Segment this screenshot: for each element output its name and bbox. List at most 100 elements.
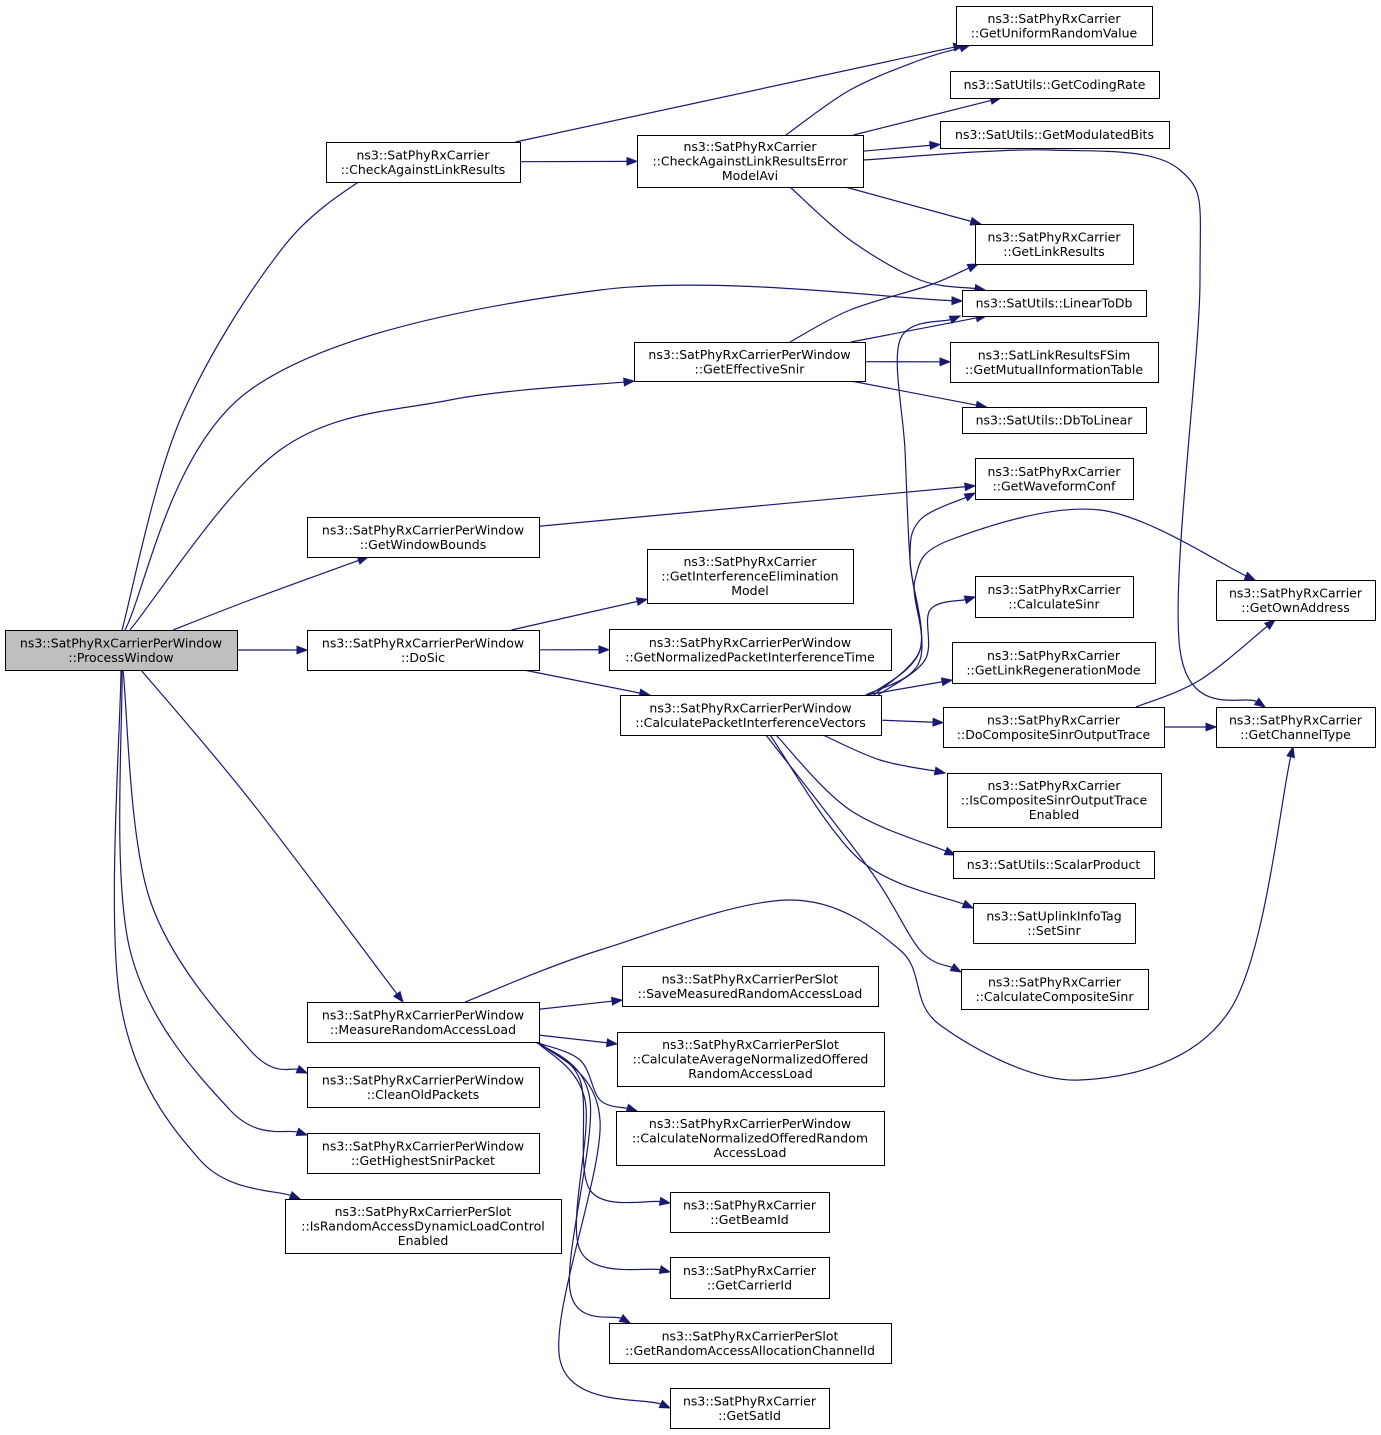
node-label-line: ns3::SatPhyRxCarrier bbox=[357, 147, 491, 162]
edge-check-against-link-results-error-model-avi-to-get-link-results bbox=[845, 186, 983, 226]
node-get-mutual-information-table[interactable]: ns3::SatLinkResultsFSim::GetMutualInform… bbox=[950, 342, 1159, 383]
node-get-modulated-bits[interactable]: ns3::SatUtils::GetModulatedBits bbox=[940, 121, 1170, 149]
node-check-against-link-results[interactable]: ns3::SatPhyRxCarrier::CheckAgainstLinkRe… bbox=[326, 142, 521, 183]
arrowhead-icon bbox=[288, 1190, 302, 1200]
node-get-coding-rate[interactable]: ns3::SatUtils::GetCodingRate bbox=[950, 71, 1160, 99]
node-box bbox=[647, 549, 854, 604]
node-box bbox=[940, 121, 1170, 149]
node-get-effective-snir[interactable]: ns3::SatPhyRxCarrierPerWindow::GetEffect… bbox=[634, 342, 866, 382]
edge-check-against-link-results-to-get-uniform-random-value bbox=[515, 42, 966, 143]
node-label-line: ::IsRandomAccessDynamicLoadControl bbox=[301, 1219, 544, 1234]
edge-process-window-to-measure-random-access-load bbox=[140, 669, 404, 1004]
edge-calculate-packet-interference-vectors-to-get-own-address bbox=[873, 508, 1257, 696]
arrowhead-icon bbox=[961, 899, 975, 909]
node-label-line: ns3::SatPhyRxCarrier bbox=[988, 11, 1122, 26]
node-linear-to-db[interactable]: ns3::SatUtils::LinearToDb bbox=[962, 290, 1147, 317]
arrowhead-icon bbox=[658, 1399, 672, 1409]
node-get-waveform-conf[interactable]: ns3::SatPhyRxCarrier::GetWaveformConf bbox=[975, 458, 1134, 500]
arrowhead-icon bbox=[948, 315, 962, 325]
arrowhead-icon bbox=[963, 492, 977, 502]
edge-line bbox=[538, 1000, 614, 1010]
node-get-channel-type[interactable]: ns3::SatPhyRxCarrier::GetChannelType bbox=[1216, 707, 1376, 748]
node-box bbox=[637, 135, 864, 188]
node-label-line: ::GetCarrierId bbox=[707, 1277, 792, 1292]
node-label-line: ns3::SatUtils::ScalarProduct bbox=[967, 857, 1141, 872]
node-calculate-average-normalized-offered-random-access-load[interactable]: ns3::SatPhyRxCarrierPerSlot::CalculateAv… bbox=[617, 1032, 885, 1087]
node-save-measured-random-access-load[interactable]: ns3::SatPhyRxCarrierPerSlot::SaveMeasure… bbox=[622, 966, 879, 1007]
arrowhead-icon bbox=[606, 1038, 619, 1048]
node-box bbox=[962, 407, 1147, 434]
node-box bbox=[953, 851, 1155, 879]
node-get-window-bounds[interactable]: ns3::SatPhyRxCarrierPerWindow::GetWindow… bbox=[307, 517, 540, 558]
node-set-sinr[interactable]: ns3::SatUplinkInfoTag::SetSinr bbox=[973, 903, 1136, 944]
node-get-carrier-id[interactable]: ns3::SatPhyRxCarrier::GetCarrierId bbox=[670, 1257, 830, 1299]
node-label-line: Model bbox=[731, 583, 769, 598]
node-label-line: ns3::SatPhyRxCarrier bbox=[1229, 585, 1363, 600]
node-calculate-packet-interference-vectors[interactable]: ns3::SatPhyRxCarrierPerWindow::Calculate… bbox=[620, 695, 882, 736]
node-is-random-access-dynamic-load-control-enabled[interactable]: ns3::SatPhyRxCarrierPerSlot::IsRandomAcc… bbox=[285, 1199, 562, 1254]
edge-do-sic-to-get-interference-elimination-model bbox=[511, 597, 649, 631]
node-label-line: ns3::SatPhyRxCarrierPerWindow bbox=[649, 635, 851, 650]
node-get-random-access-allocation-channel-id[interactable]: ns3::SatPhyRxCarrierPerSlot::GetRandomAc… bbox=[609, 1323, 892, 1364]
node-label-line: ns3::SatPhyRxCarrierPerWindow bbox=[20, 635, 222, 650]
arrowhead-icon bbox=[1243, 571, 1257, 581]
node-box bbox=[5, 630, 238, 671]
edge-get-window-bounds-to-get-waveform-conf bbox=[538, 482, 977, 527]
arrowhead-icon bbox=[658, 1196, 672, 1206]
edge-line bbox=[865, 318, 952, 696]
node-box bbox=[307, 630, 540, 671]
node-calculate-normalized-offered-random-access-load[interactable]: ns3::SatPhyRxCarrierPerWindow::Calculate… bbox=[616, 1111, 885, 1166]
edge-line bbox=[765, 734, 954, 969]
node-label-line: ns3::SatPhyRxCarrierPerWindow bbox=[322, 1072, 524, 1087]
edge-line bbox=[850, 317, 978, 343]
node-db-to-linear[interactable]: ns3::SatUtils::DbToLinear bbox=[962, 407, 1147, 434]
node-measure-random-access-load[interactable]: ns3::SatPhyRxCarrierPerWindow::MeasureRa… bbox=[307, 1002, 540, 1043]
node-scalar-product[interactable]: ns3::SatUtils::ScalarProduct bbox=[953, 851, 1155, 879]
arrowhead-icon bbox=[966, 263, 980, 273]
edge-line bbox=[785, 47, 962, 136]
node-get-link-results[interactable]: ns3::SatPhyRxCarrier::GetLinkResults bbox=[975, 224, 1134, 265]
node-get-highest-snir-packet[interactable]: ns3::SatPhyRxCarrierPerWindow::GetHighes… bbox=[307, 1133, 540, 1174]
node-label-line: ::GetEffectiveSnir bbox=[695, 361, 806, 376]
edge-line bbox=[538, 1034, 609, 1044]
node-get-interference-elimination-model[interactable]: ns3::SatPhyRxCarrier::GetInterferenceEli… bbox=[647, 549, 854, 604]
node-is-composite-sinr-output-trace-enabled[interactable]: ns3::SatPhyRxCarrier::IsCompositeSinrOut… bbox=[947, 773, 1162, 828]
node-get-uniform-random-value[interactable]: ns3::SatPhyRxCarrier::GetUniformRandomVa… bbox=[956, 6, 1153, 46]
edge-line bbox=[537, 1041, 623, 1320]
node-process-window[interactable]: ns3::SatPhyRxCarrierPerWindow::ProcessWi… bbox=[5, 630, 238, 671]
arrowhead-icon bbox=[611, 996, 624, 1006]
node-label-line: ns3::SatUtils::DbToLinear bbox=[976, 413, 1134, 428]
node-calculate-composite-sinr[interactable]: ns3::SatPhyRxCarrier::CalculateComposite… bbox=[961, 969, 1149, 1010]
edge-line bbox=[1135, 625, 1269, 708]
node-get-link-regeneration-mode[interactable]: ns3::SatPhyRxCarrier::GetLinkRegeneratio… bbox=[952, 642, 1156, 684]
edge-line bbox=[880, 719, 935, 723]
edge-get-effective-snir-to-get-link-results bbox=[789, 263, 980, 343]
arrowhead-icon bbox=[940, 677, 954, 687]
edge-process-window-to-check-against-link-results bbox=[121, 160, 390, 631]
arrowhead-icon bbox=[658, 1265, 672, 1274]
node-label-line: ::GetInterferenceElimination bbox=[661, 569, 838, 584]
node-clean-old-packets[interactable]: ns3::SatPhyRxCarrierPerWindow::CleanOldP… bbox=[307, 1067, 540, 1108]
node-check-against-link-results-error-model-avi[interactable]: ns3::SatPhyRxCarrier::CheckAgainstLinkRe… bbox=[637, 135, 864, 188]
edge-line bbox=[873, 508, 1248, 696]
node-get-normalized-packet-interference-time[interactable]: ns3::SatPhyRxCarrierPerWindow::GetNormal… bbox=[609, 629, 892, 671]
node-box bbox=[943, 707, 1165, 748]
node-box bbox=[950, 71, 1160, 99]
node-label-line: ns3::SatPhyRxCarrierPerWindow bbox=[322, 522, 524, 537]
node-box bbox=[634, 342, 866, 382]
node-do-sic[interactable]: ns3::SatPhyRxCarrierPerWindow::DoSic bbox=[307, 630, 540, 671]
node-calculate-sinr[interactable]: ns3::SatPhyRxCarrier::CalculateSinr bbox=[975, 576, 1134, 618]
node-get-own-address[interactable]: ns3::SatPhyRxCarrier::GetOwnAddress bbox=[1216, 580, 1376, 621]
node-label-line: ns3::SatPhyRxCarrierPerWindow bbox=[322, 1138, 524, 1153]
node-box bbox=[616, 1111, 885, 1166]
node-do-composite-sinr-output-trace[interactable]: ns3::SatPhyRxCarrier::DoCompositeSinrOut… bbox=[943, 707, 1165, 748]
edge-measure-random-access-load-to-save-measured-random-access-load bbox=[538, 996, 624, 1010]
node-label-line: RandomAccessLoad bbox=[688, 1066, 813, 1081]
edge-line bbox=[172, 559, 360, 631]
node-get-sat-id[interactable]: ns3::SatPhyRxCarrier::GetSatId bbox=[670, 1388, 830, 1429]
node-label-line: ::CalculateNormalizedOfferedRandom bbox=[632, 1131, 868, 1146]
arrowhead-icon bbox=[963, 595, 977, 605]
node-get-beam-id[interactable]: ns3::SatPhyRxCarrier::GetBeamId bbox=[670, 1192, 830, 1233]
node-label-line: ::GetWindowBounds bbox=[360, 537, 487, 552]
node-label-line: ns3::SatPhyRxCarrier bbox=[683, 1263, 817, 1278]
